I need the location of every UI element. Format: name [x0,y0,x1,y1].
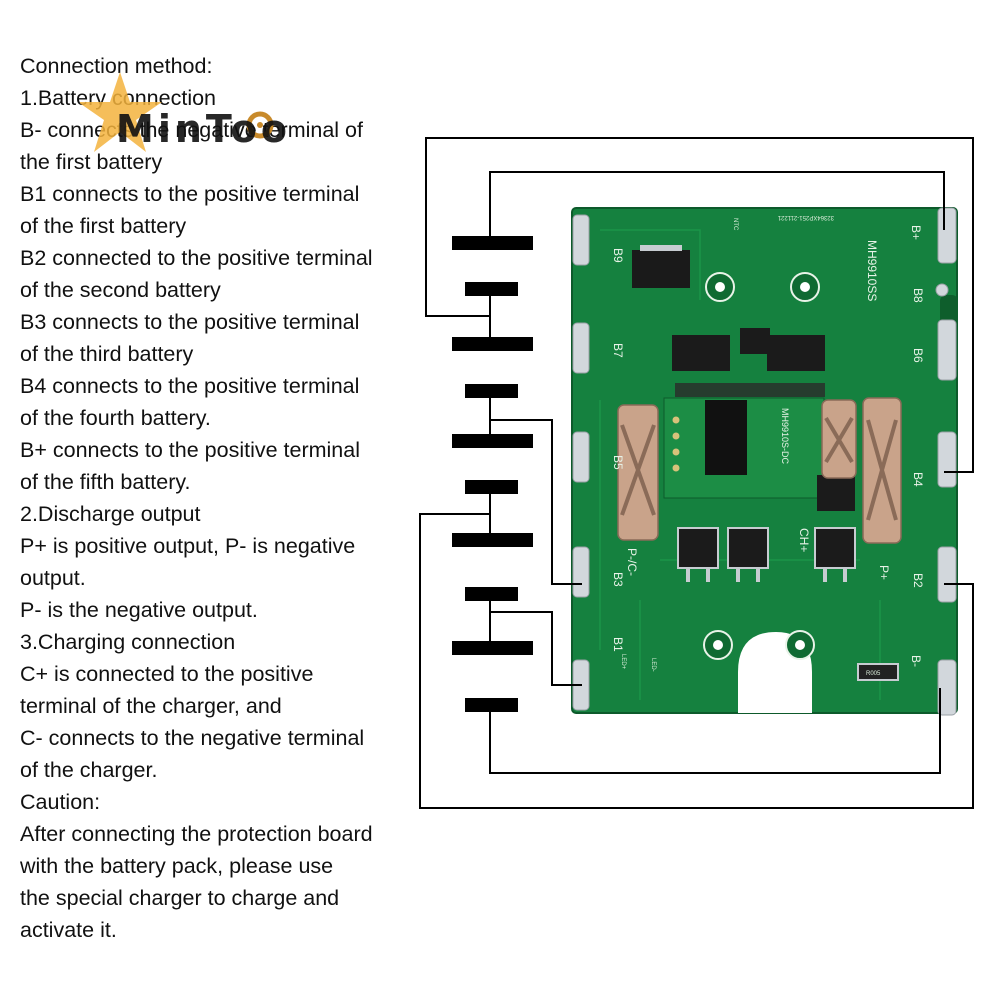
instruction-line: B1 connects to the positive terminal [20,182,360,206]
instruction-line: of the third battery [20,342,194,366]
wire-b2 [419,513,974,809]
instruction-line: B4 connects to the positive terminal [20,374,360,398]
battery-4-short [465,587,518,601]
label-ch-plus: CH+ [797,528,811,552]
battery-4-long [452,533,533,547]
star-icon [80,72,162,152]
mintool-logo: MinTool [80,72,290,152]
pad-b4 [937,431,957,488]
instruction-line: 3.Charging connection [20,630,236,654]
gear-icon [246,111,274,139]
instruction-line: terminal of the charger, and [20,694,282,718]
instruction-line: of the fourth battery. [20,406,211,430]
wire-b-minus [489,688,941,774]
label-ntc: NTC [732,218,738,231]
wires [419,137,974,809]
pads-left [572,214,590,711]
instruction-line: the first battery [20,150,163,174]
board-labels: B9 B7 B5 B3 B1 B+ B8 B6 B4 B2 B- P-/C- P… [611,214,925,672]
ic-chip [767,335,825,371]
battery-1-long [452,236,533,250]
label-led-minus: LED- [650,658,656,672]
instruction-line: output. [20,566,86,590]
power-chip [705,400,747,475]
pad-b3 [572,546,590,598]
battery-5-long [452,641,533,655]
instruction-line: C+ is connected to the positive [20,662,314,686]
pads-right [935,207,957,716]
battery-3-short [465,480,518,494]
label-b8: B8 [911,288,925,303]
label-chip: MH9910S-DC [780,408,790,465]
resistor-label: R005 [866,671,881,677]
mosfets [677,527,856,582]
wire-b4 [425,137,974,473]
instruction-line: 2.Discharge output [20,502,201,526]
pad-b9 [572,214,590,266]
label-model: MH9910SS [865,240,879,301]
instruction-line: B3 connects to the positive terminal [20,310,360,334]
components: R005 [617,245,902,681]
label-p-plus: P+ [877,565,891,580]
instruction-line: C- connects to the negative terminal [20,726,365,750]
ic-chip [740,328,770,354]
battery-stack [452,236,533,712]
battery-2-long [452,337,533,351]
label-b3: B3 [611,572,625,587]
label-b4: B4 [911,472,925,487]
label-b6: B6 [911,348,925,363]
instruction-line: of the charger. [20,758,158,782]
instruction-line: B+ connects to the positive terminal [20,438,361,462]
pad-b6 [937,319,957,381]
pad-b5 [572,431,590,483]
regulator-chip [632,250,690,288]
instruction-line: of the fifth battery. [20,470,191,494]
pad-b8 [935,283,949,297]
wire-b-plus [489,171,945,236]
instruction-line: of the first battery [20,214,187,238]
instruction-line: of the second battery [20,278,221,302]
label-serial: 32364XP251-211221 [777,214,834,220]
ic-chip [672,335,730,371]
pad-b-plus [937,207,957,264]
pad-b7 [572,322,590,374]
instruction-line: B- connects the negative terminal of [20,118,363,142]
battery-3-long [452,434,533,448]
logo-text: MinTool [116,107,290,151]
battery-1-short [465,282,518,296]
label-b-plus: B+ [909,225,923,240]
label-led-plus: LED+ [620,654,626,670]
instruction-line: After connecting the protection board [20,822,373,846]
label-b7: B7 [611,343,625,358]
label-b2: B2 [911,573,925,588]
wire-b1 [490,611,582,686]
label-p-minus: P-/C- [625,548,639,576]
instruction-line: B2 connected to the positive terminal [20,246,373,270]
label-b1: B1 [611,637,625,652]
pad-b2 [937,546,957,603]
instruction-line: activate it. [20,918,117,942]
instruction-line: Caution: [20,790,101,814]
wire-b3 [490,419,582,585]
battery-5-short [465,698,518,712]
label-b-minus: B- [909,655,923,667]
battery-2-short [465,384,518,398]
instruction-line: P- is the negative output. [20,598,258,622]
pad-b-minus [937,659,957,716]
instruction-line: the special charger to charge and [20,886,340,910]
instruction-line: with the battery pack, please use [20,854,334,878]
transistor [817,475,855,511]
shunt-resistor [857,663,899,681]
label-b9: B9 [611,248,625,263]
instruction-line: P+ is positive output, P- is negative [20,534,356,558]
instruction-line: Connection method: [20,54,213,78]
label-b5: B5 [611,455,625,470]
